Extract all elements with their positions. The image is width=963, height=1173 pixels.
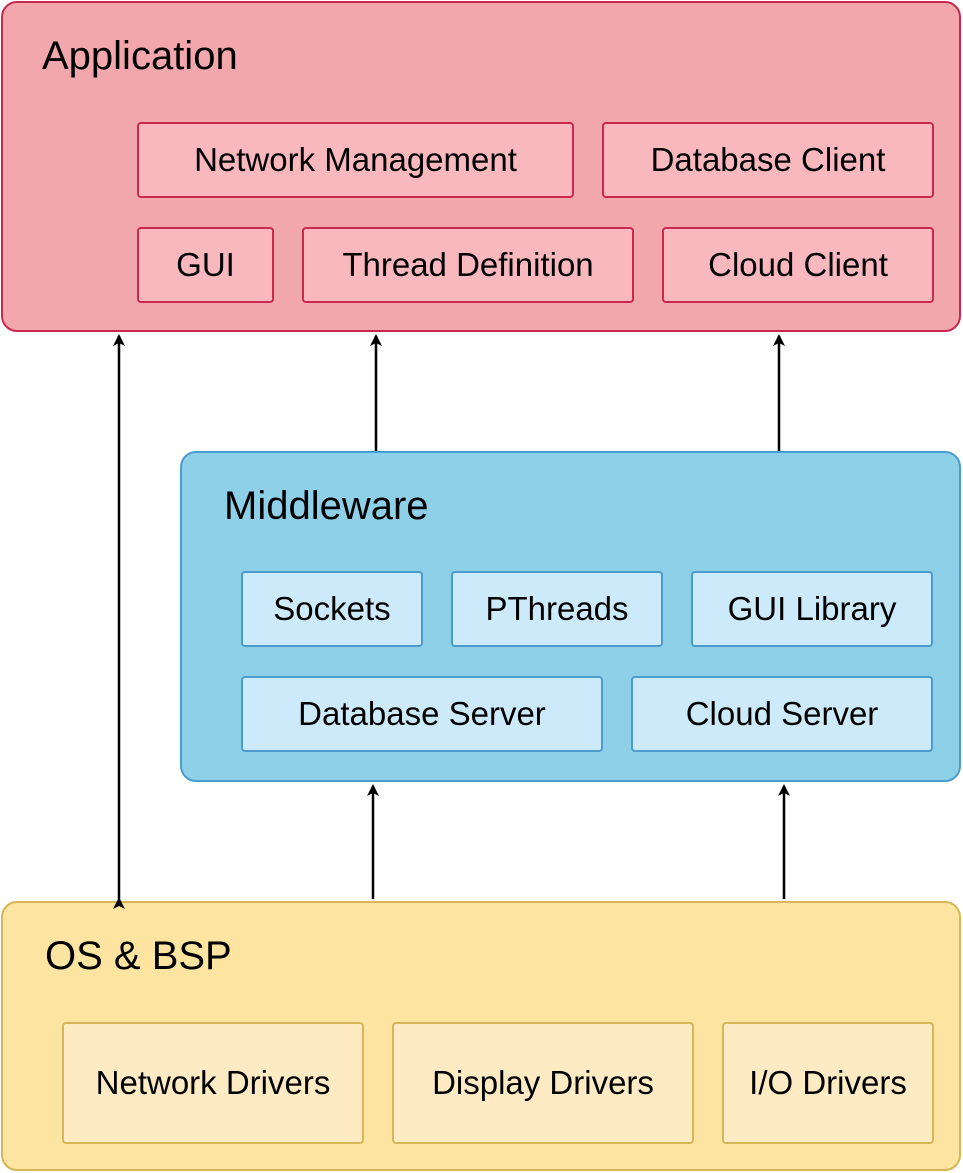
network-drivers-module: Network Drivers: [62, 1022, 364, 1144]
application-layer: Application Network Management Database …: [1, 1, 961, 332]
cloud-client-module: Cloud Client: [662, 227, 934, 303]
network-management-module: Network Management: [137, 122, 574, 198]
pthreads-module: PThreads: [451, 571, 663, 647]
application-title: Application: [42, 34, 238, 78]
sockets-module: Sockets: [241, 571, 423, 647]
thread-definition-module: Thread Definition: [302, 227, 634, 303]
database-client-module: Database Client: [602, 122, 934, 198]
database-server-module: Database Server: [241, 676, 603, 752]
gui-library-module: GUI Library: [691, 571, 933, 647]
os-bsp-title: OS & BSP: [45, 934, 232, 978]
middleware-layer: Middleware Sockets PThreads GUI Library …: [180, 451, 961, 782]
cloud-server-module: Cloud Server: [631, 676, 933, 752]
os-bsp-layer: OS & BSP Network Drivers Display Drivers…: [1, 901, 961, 1171]
display-drivers-module: Display Drivers: [392, 1022, 694, 1144]
io-drivers-module: I/O Drivers: [722, 1022, 934, 1144]
middleware-title: Middleware: [224, 484, 429, 528]
gui-module: GUI: [137, 227, 274, 303]
